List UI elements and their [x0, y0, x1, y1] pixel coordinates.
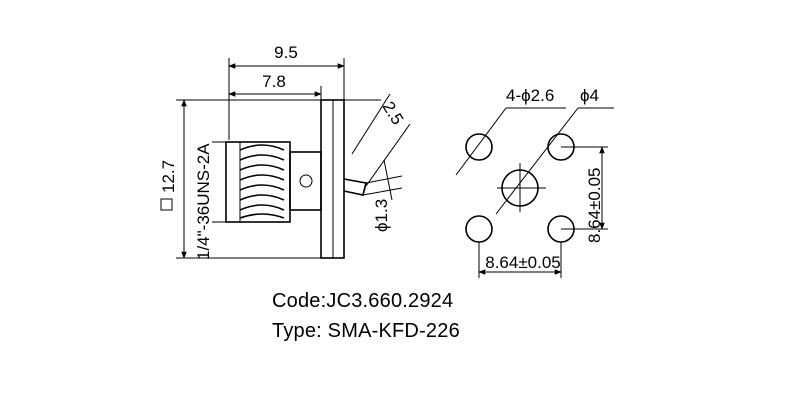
- mount-hole-bl: [465, 215, 493, 243]
- label-center-hole: ϕ4: [580, 86, 599, 105]
- part-type: Type: SMA-KFD-226: [272, 320, 460, 342]
- thread-spec: 1/4"-36UNS-2A: [194, 143, 213, 260]
- contact-pin: [343, 178, 367, 196]
- side-view: 9.5 7.8 2.5 ϕ1.3 12.7 1/4"-36UNS-2A: [159, 43, 411, 260]
- mount-hole-tl: [465, 133, 493, 161]
- threaded-body: [225, 141, 291, 223]
- label-mount-holes: 4-ϕ2.6: [506, 86, 554, 105]
- square-symbol: [160, 198, 173, 211]
- part-code: Code:JC3.660.2924: [272, 290, 454, 312]
- dim-pin-diameter: ϕ1.3: [372, 199, 391, 232]
- dim-flange-to-end: 7.8: [262, 72, 286, 91]
- dim-vertical-spacing: 8.64±0.05: [585, 167, 604, 243]
- dim-pin-offset: 2.5: [379, 98, 408, 128]
- flange-boss: [289, 151, 322, 211]
- dim-flange-square: 12.7: [159, 160, 178, 193]
- front-view: 4-ϕ2.6 ϕ4 8.64±0.05 8.64±0.05: [455, 86, 614, 278]
- dim-overall-length: 9.5: [274, 43, 298, 62]
- flange-hole: [299, 174, 313, 188]
- dim-horizontal-spacing: 8.64±0.05: [485, 253, 561, 272]
